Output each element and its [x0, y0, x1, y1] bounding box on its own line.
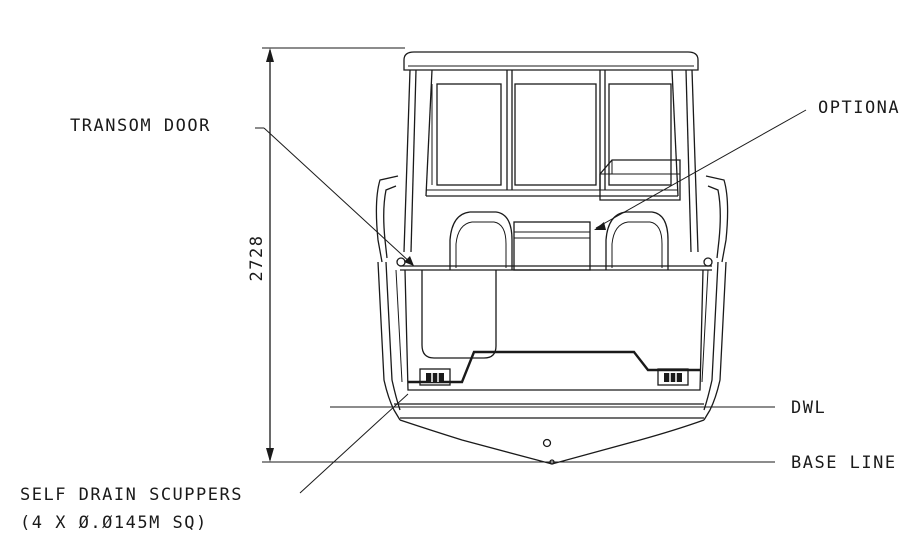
window-left	[436, 83, 502, 186]
seat-left	[449, 211, 513, 270]
window-centre	[514, 83, 597, 186]
hardtop-roof	[403, 51, 699, 71]
cabin	[403, 69, 699, 253]
window-right	[608, 83, 672, 186]
scuppers-size-label: (4 X Ø.Ø145M SQ)	[20, 513, 208, 533]
hull	[377, 261, 727, 465]
optional-equipment-box	[599, 159, 681, 201]
scuppers-label: SELF DRAIN SCUPPERS	[20, 485, 243, 505]
side-rails	[375, 175, 729, 263]
optional-label: OPTIONA	[818, 98, 900, 118]
transom-door	[421, 270, 497, 359]
height-dimension-label: 2728	[247, 235, 267, 282]
deck-fittings	[396, 257, 713, 267]
base-line-label: BASE LINE	[791, 453, 897, 473]
leader-lines	[255, 109, 807, 494]
seat-right	[605, 211, 669, 270]
helm-seats	[449, 211, 669, 271]
drain-scuppers	[419, 368, 689, 386]
dwl-label: DWL	[791, 398, 826, 418]
reference-lines	[262, 406, 775, 463]
console	[513, 221, 591, 271]
transom-door-label: TRANSOM DOOR	[70, 116, 211, 136]
